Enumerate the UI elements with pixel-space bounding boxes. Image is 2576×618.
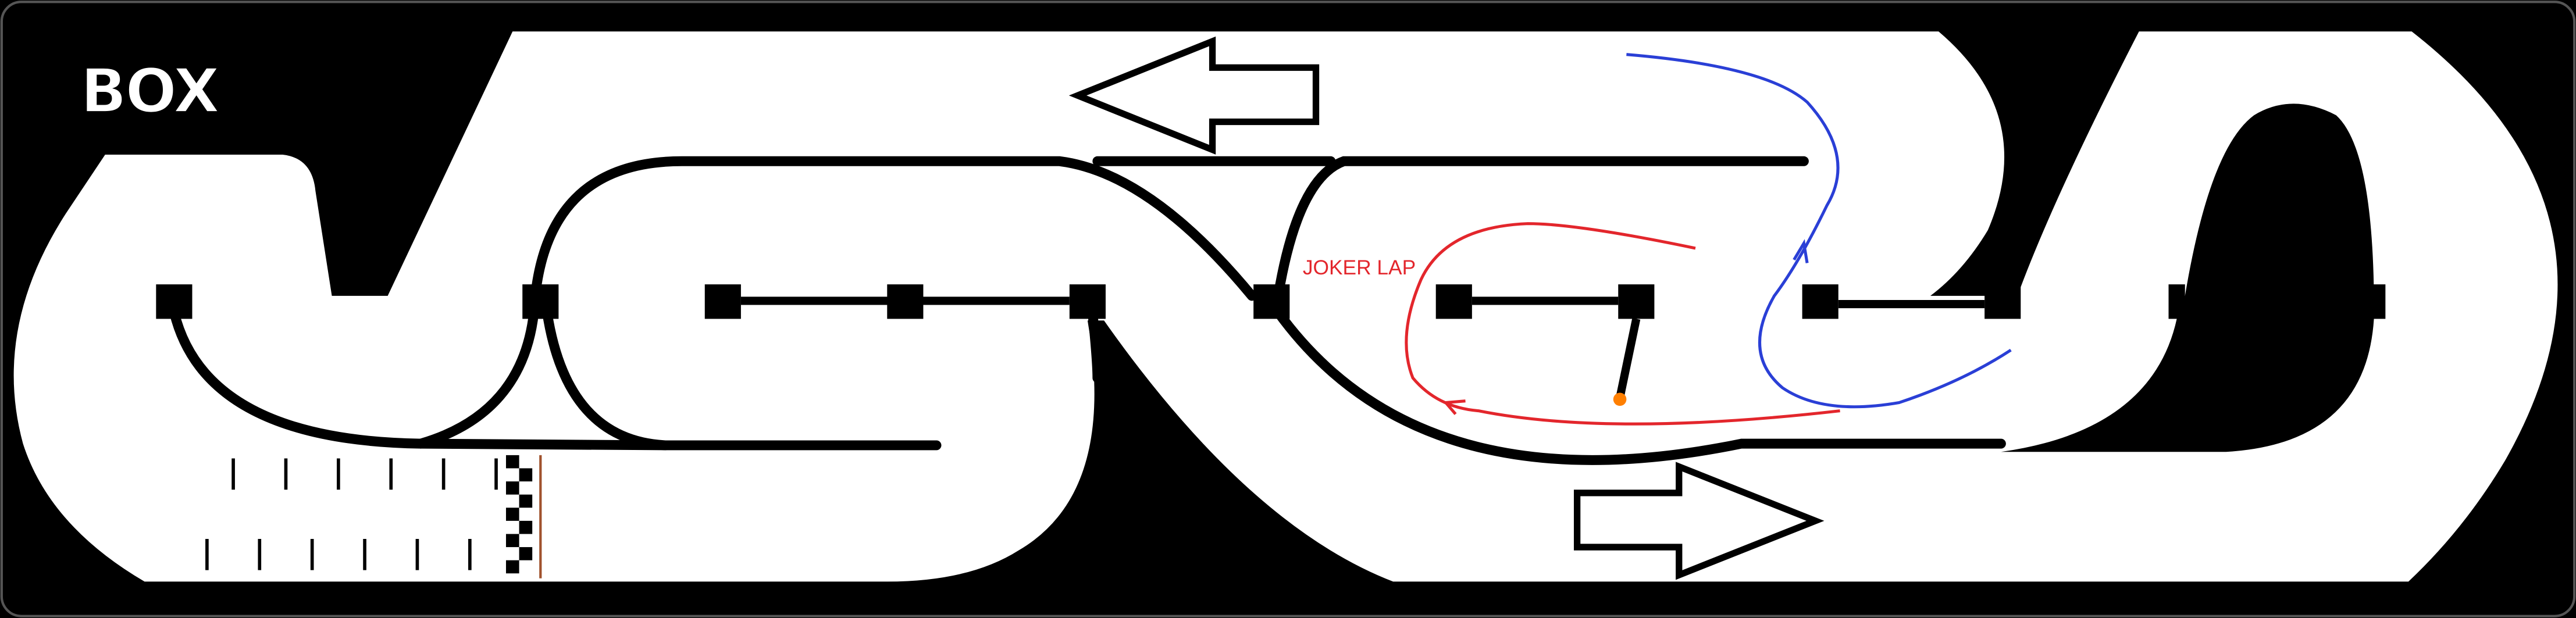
- alt-lap-path: [1626, 53, 2012, 409]
- arrow-left-icon: [1068, 36, 1320, 155]
- checkered-flag-icon: [505, 455, 533, 574]
- start-grid: [205, 458, 498, 570]
- arrow-right-icon: [1573, 462, 1825, 580]
- start-marker-icon: [1613, 392, 1627, 406]
- track-infield: [2001, 103, 2374, 452]
- joker-lap-path: [1405, 222, 1840, 426]
- box-label: BOX: [80, 56, 219, 127]
- track-lines: [169, 156, 2006, 465]
- joker-arrow-icon: [1444, 399, 1466, 415]
- joker-lap-label: JOKER LAP: [1303, 256, 1416, 279]
- gate-bars: [740, 297, 1985, 399]
- alt-arrow-icon: [1793, 239, 1809, 263]
